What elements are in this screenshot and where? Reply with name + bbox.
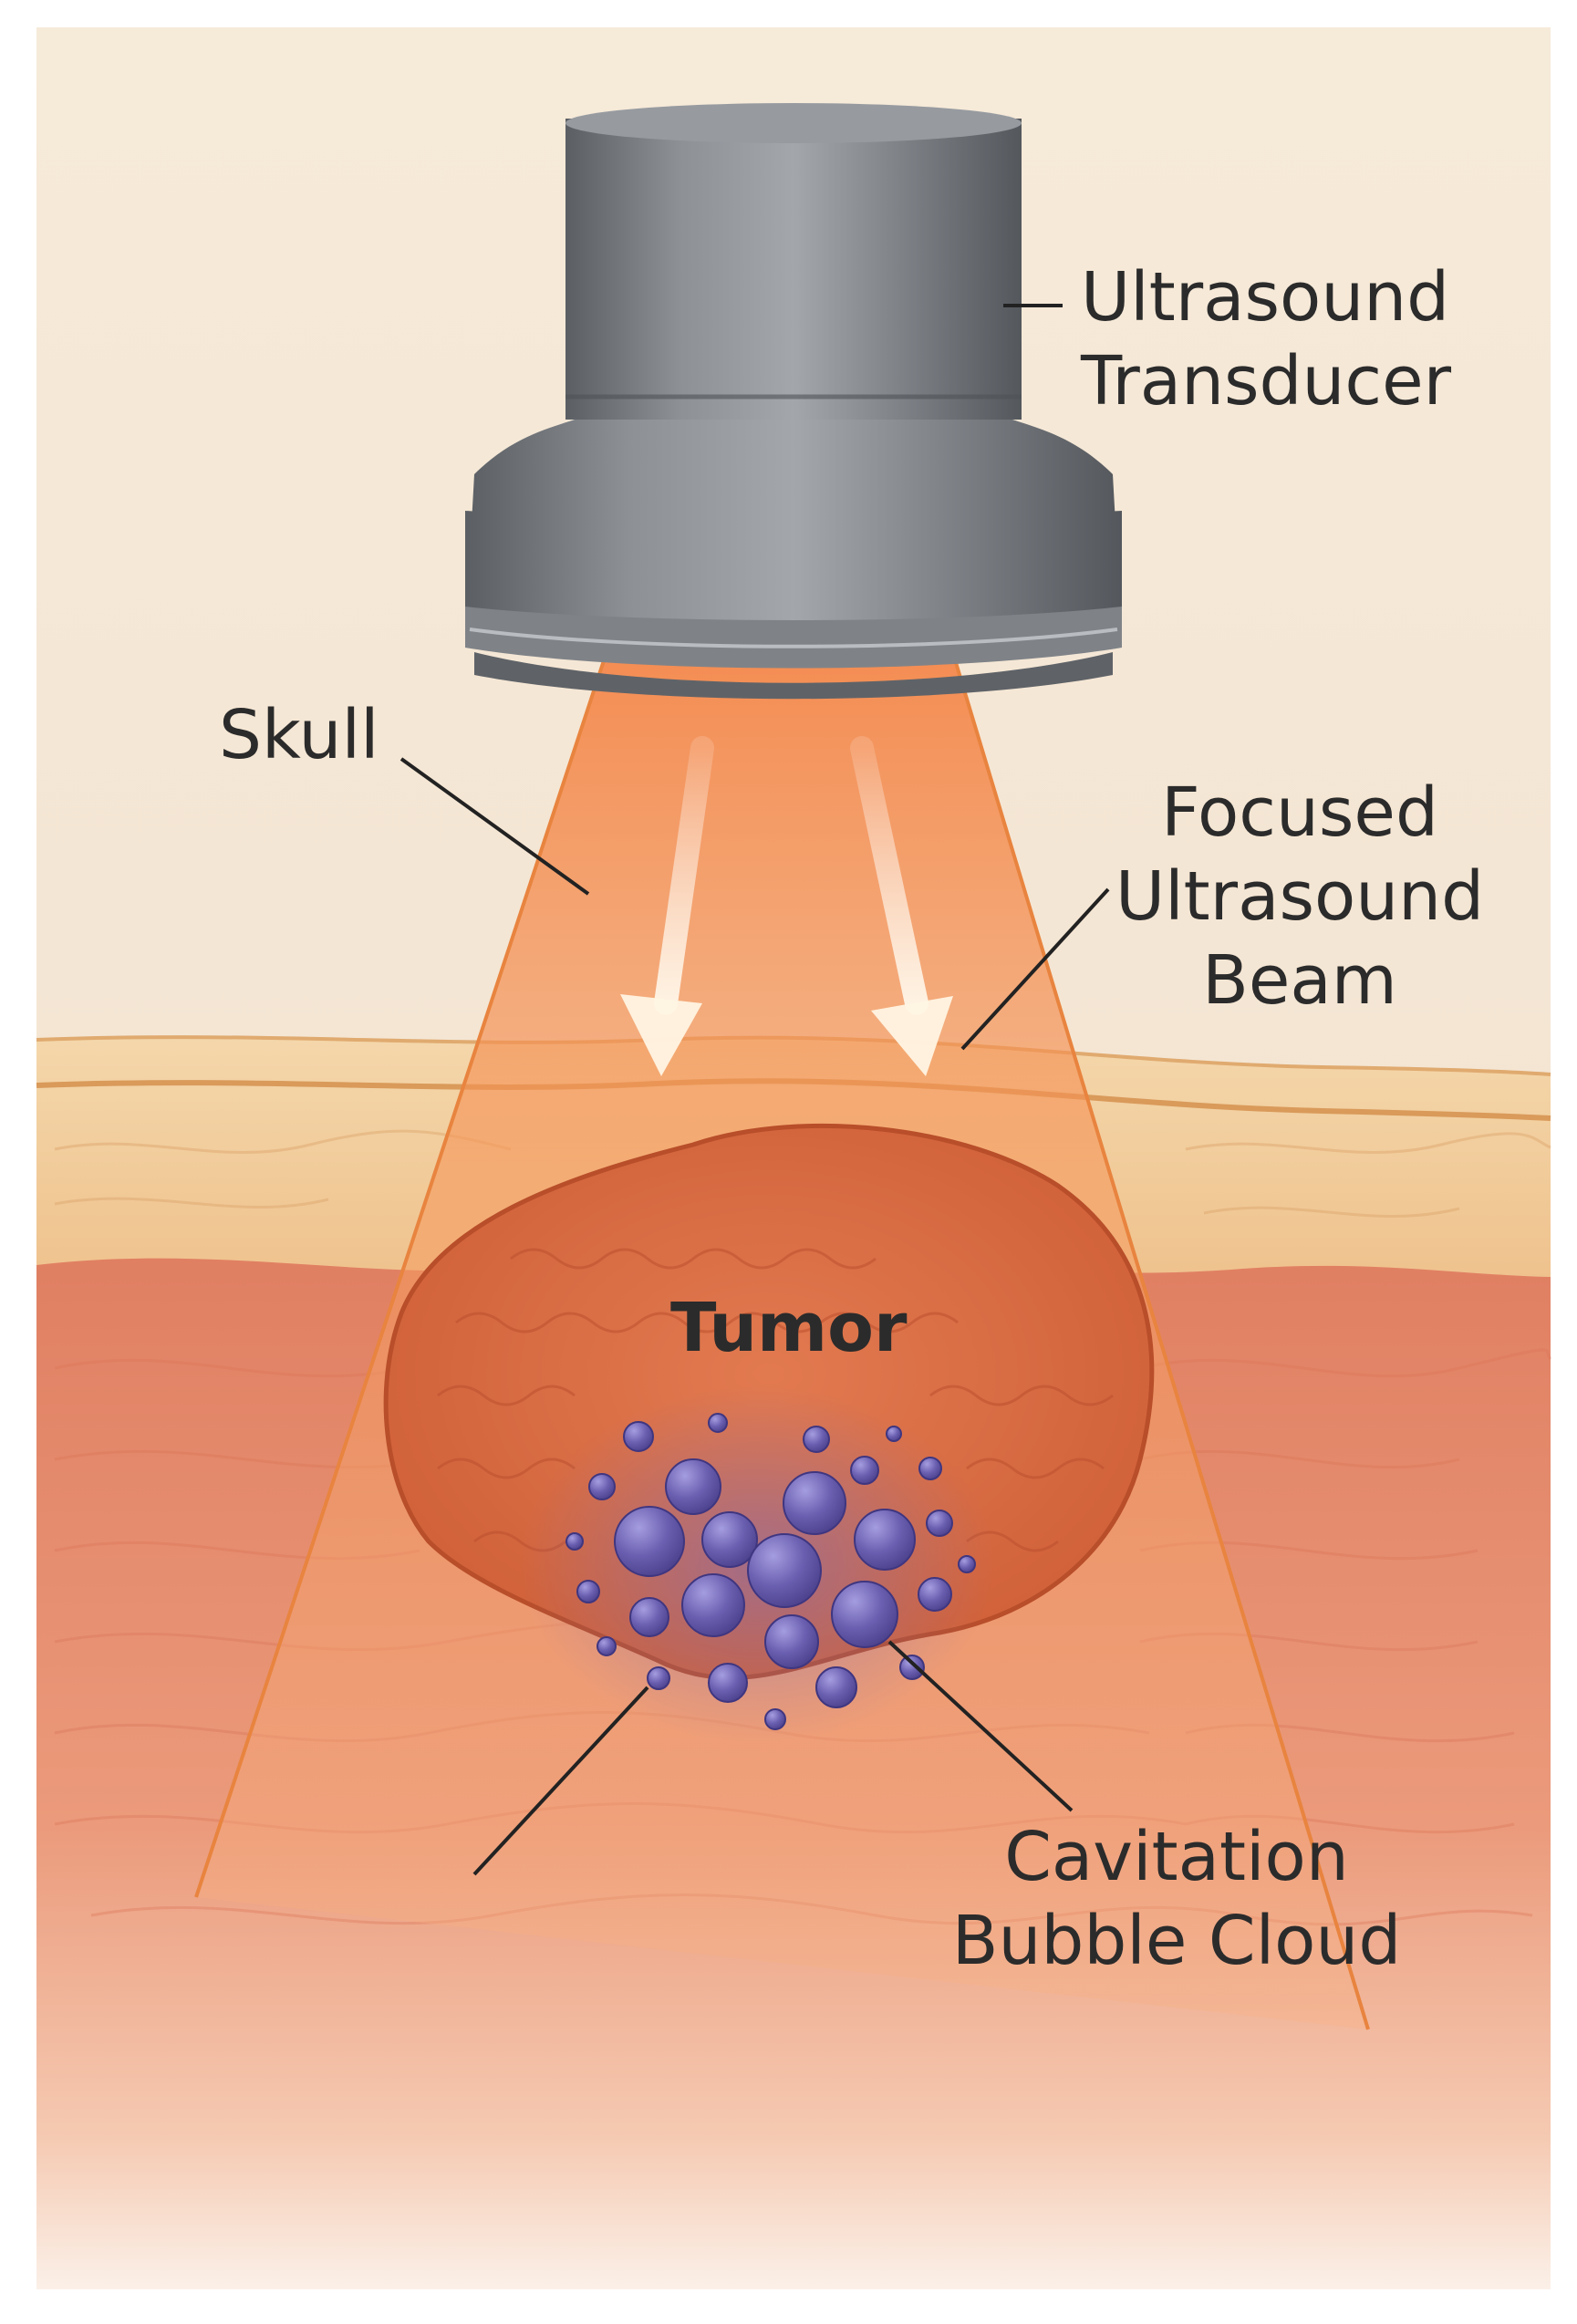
- tumor-texture: [437, 1248, 1114, 1552]
- leader-lines: [399, 304, 1110, 1876]
- label-tumor: Tumor: [670, 1289, 908, 1367]
- label-skull: Skull: [219, 696, 379, 774]
- label-cavitation-bubble-cloud: Cavitation Bubble Cloud: [951, 1818, 1402, 1980]
- label-ultrasound-transducer: Ultrasound Transducer: [1081, 258, 1452, 420]
- ultrasound-transducer: [465, 103, 1122, 700]
- bubble-cloud: [565, 1413, 976, 1730]
- label-focused-ultrasound-beam: Focused Ultrasound Beam: [1115, 773, 1485, 1020]
- down-arrow-icon: [620, 736, 714, 1076]
- down-arrow-icon: [850, 736, 953, 1076]
